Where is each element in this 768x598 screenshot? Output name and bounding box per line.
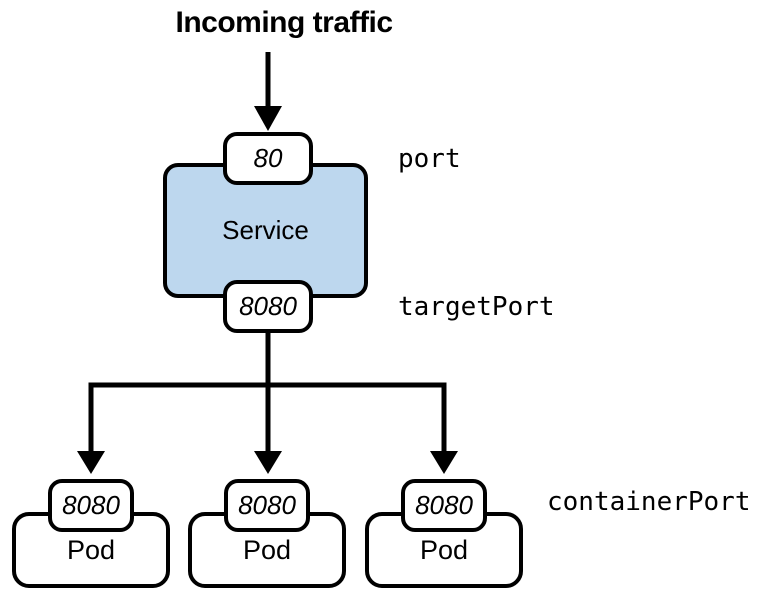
arrowhead-right-icon	[430, 451, 458, 474]
service-box: Service	[163, 163, 368, 298]
pod-box-2: 8080 Pod	[188, 479, 346, 588]
port-badge: 80	[223, 132, 313, 185]
pod-label-3: Pod	[419, 534, 469, 565]
container-port-value-2: 8080	[238, 490, 296, 520]
pod-label-2: Pod	[242, 534, 292, 565]
target-port-badge: 8080	[223, 280, 313, 333]
arrowhead-left-icon	[77, 451, 105, 474]
port-value: 80	[253, 143, 283, 173]
target-port-value: 8080	[239, 291, 297, 321]
pod-box-3: 8080 Pod	[365, 479, 523, 588]
container-port-badge-2: 8080	[224, 479, 310, 532]
incoming-traffic-title: Incoming traffic	[175, 6, 393, 39]
container-port-value-3: 8080	[415, 490, 473, 520]
pod-box-1: 8080 Pod	[12, 479, 170, 588]
port-label: port	[398, 144, 461, 174]
container-port-label: containerPort	[547, 487, 751, 517]
container-port-badge-3: 8080	[401, 479, 487, 532]
container-port-value-1: 8080	[62, 490, 120, 520]
arrowhead-middle-icon	[254, 451, 282, 474]
incoming-arrowhead-icon	[254, 106, 282, 131]
container-port-badge-1: 8080	[48, 479, 134, 532]
pod-label-1: Pod	[66, 534, 116, 565]
target-port-label: targetPort	[398, 292, 555, 322]
service-label: Service	[222, 215, 309, 245]
